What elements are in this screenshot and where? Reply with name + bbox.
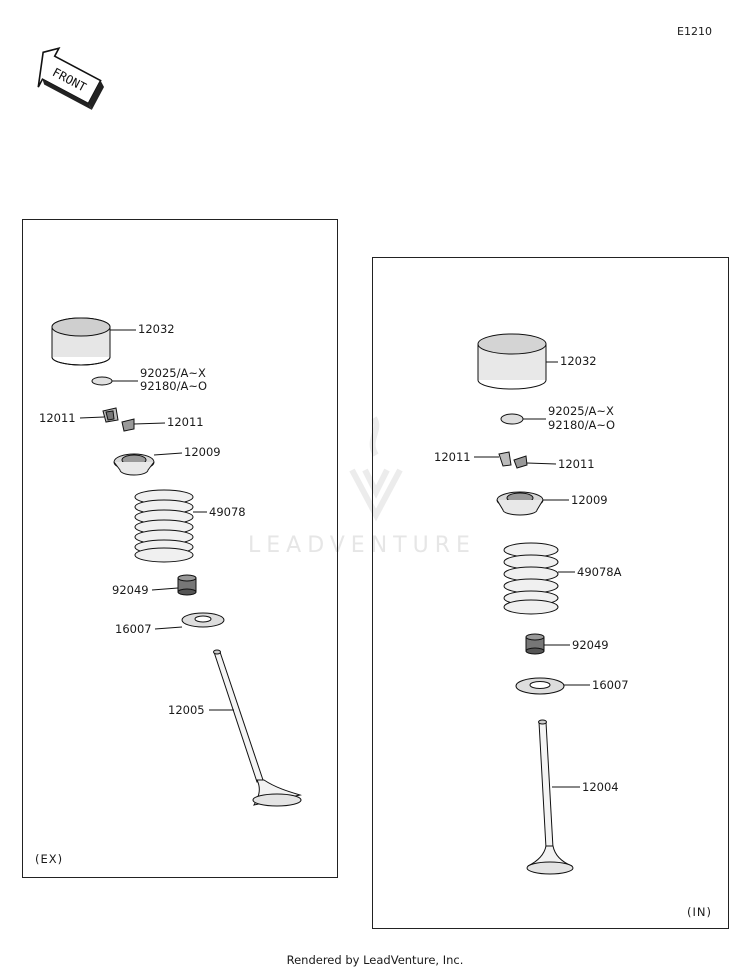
exhaust-panel: (EX): [22, 219, 338, 878]
watermark: LEADVENTURE: [248, 533, 476, 558]
in-label-shim-b: 92180/A~O: [548, 418, 616, 432]
ex-label-spring: 49078: [209, 505, 246, 519]
ex-label-shim-a: 92025/A~X: [140, 366, 206, 380]
ex-label-valve: 12005: [168, 703, 205, 717]
in-label-valve: 12004: [582, 780, 619, 794]
exhaust-tag: (EX): [35, 852, 64, 866]
ex-label-tappet: 12032: [138, 322, 175, 336]
in-label-tappet: 12032: [560, 354, 597, 368]
footer-credit: Rendered by LeadVenture, Inc.: [286, 953, 464, 967]
in-label-cotter-left: 12011: [434, 450, 471, 464]
in-label-retainer: 12009: [571, 493, 608, 507]
ex-label-shim-b: 92180/A~O: [140, 379, 208, 393]
intake-tag: (IN): [687, 905, 712, 919]
ex-label-seal: 92049: [112, 583, 149, 597]
ex-label-seat: 16007: [115, 622, 152, 636]
in-label-spring: 49078A: [577, 565, 622, 579]
in-label-seat: 16007: [592, 678, 629, 692]
in-label-cotter-right: 12011: [558, 457, 595, 471]
in-label-shim-a: 92025/A~X: [548, 404, 614, 418]
intake-panel: (IN): [372, 257, 729, 929]
in-label-seal: 92049: [572, 638, 609, 652]
diagram-code: E1210: [677, 25, 712, 38]
ex-label-retainer: 12009: [184, 445, 221, 459]
front-arrow-label: FRONT: [50, 65, 88, 94]
ex-label-cotter-right: 12011: [167, 415, 204, 429]
ex-label-cotter-left: 12011: [39, 411, 76, 425]
